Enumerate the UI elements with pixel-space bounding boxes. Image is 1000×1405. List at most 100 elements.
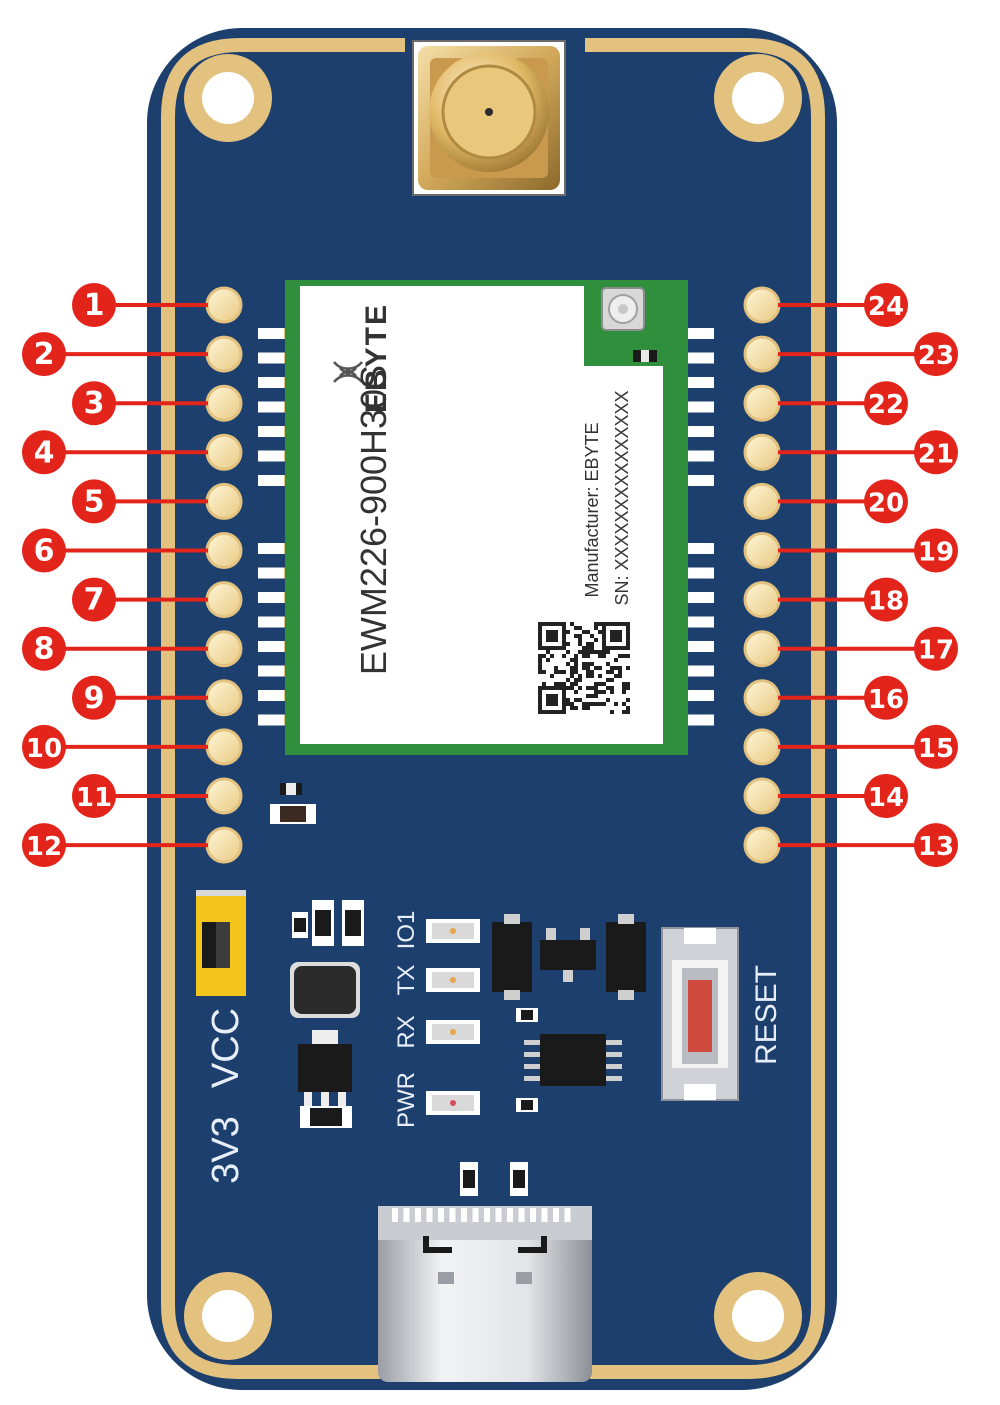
module-pad-left [258,714,290,726]
silk-reset: RESET [750,965,783,1065]
header-pad-left [205,433,243,471]
pin-number-label: 16 [868,685,904,715]
silk-3v3: 3V3 [205,1116,247,1184]
header-pad-left [205,581,243,619]
module-pad-right [682,592,714,603]
pin-number-label: 2 [34,337,55,372]
pin-number-label: 6 [34,534,55,569]
pin-number-label: 13 [918,832,954,862]
module-pad-right [682,690,714,701]
smd-components [270,783,646,1128]
module-pad-right [682,475,714,486]
pin-callout-3: 3 [72,381,208,426]
ebyte-logo-icon [333,361,363,383]
pin-callout-6: 6 [22,528,208,573]
pin-number-label: 17 [918,636,954,666]
header-pad-left [205,826,243,864]
module-pad-right [682,543,714,554]
pin-callout-24: 24 [778,283,908,327]
pin-number-label: 24 [868,292,904,322]
sma-antenna-connector [412,40,566,196]
pin-number-label: 20 [868,488,904,518]
pin-callout-9: 9 [72,675,208,720]
usb-c-pins [392,1208,571,1222]
qr-code [538,622,630,714]
module-model-text: EWM226-900H30S [353,365,394,675]
module-pad-right [682,377,714,388]
module-pad-right [682,714,714,726]
usb-bridge-ic-pins [524,1040,622,1081]
pin-number-label: 4 [34,435,55,470]
pin-number-label: 7 [84,583,105,618]
pin-number-label: 18 [868,587,904,617]
header-pad-right [743,630,781,668]
silk-pwr: PWR [393,1072,420,1128]
header-pad-right [743,728,781,766]
module-pad-right [682,665,714,677]
pin-number-label: 23 [918,341,954,371]
module-pad-left [258,616,290,628]
module-pad-right [682,641,714,652]
module-pad-right [682,450,714,462]
pin-callout-1: 1 [72,283,208,327]
reset-button[interactable] [661,927,739,1101]
pin-callout-19: 19 [778,528,958,573]
module-pad-right [682,616,714,628]
silk-io1: IO1 [393,911,420,950]
module-pad-left [258,475,290,486]
pin-callout-14: 14 [778,774,908,818]
pin-callout-7: 7 [72,577,208,622]
header-pad-left [205,630,243,668]
pin-callout-12: 12 [22,823,208,868]
module-pad-left [258,690,290,701]
header-pad-right [743,777,781,815]
pin-number-label: 3 [84,386,105,421]
pin-number-label: 10 [26,734,62,764]
pin-number-label: 1 [84,288,105,323]
module-manufacturer-text: Manufacturer: EBYTE [582,422,602,597]
header-pad-left [205,384,243,422]
module-pad-left [258,328,290,339]
pin-number-label: 14 [868,783,904,813]
module-pad-left [258,450,290,462]
pin-callout-17: 17 [778,626,958,671]
module-pad-left [258,401,290,413]
pin-callout-11: 11 [72,774,208,818]
pin-callout-16: 16 [778,675,908,720]
pin-number-label: 12 [26,832,62,862]
header-pad-left [205,532,243,569]
silk-tx: TX [393,965,420,996]
vcc-3v3-jumper [196,890,246,996]
header-pad-right [743,286,781,324]
pin-callout-22: 22 [778,381,908,426]
pin-callout-18: 18 [778,577,908,622]
module-pad-right [682,401,714,413]
header-pad-left [205,777,243,815]
pin-callout-15: 15 [778,724,958,769]
module-pad-left [258,352,290,364]
pin-callout-23: 23 [778,332,958,377]
pin-number-label: 21 [918,439,954,469]
header-pad-right [743,482,781,520]
module-pad-left [258,592,290,603]
pcb-edge-trace [161,38,825,1379]
module-pad-left [258,665,290,677]
pin-callout-4: 4 [22,430,208,475]
header-pad-right [743,532,781,569]
module-pad-right [682,426,714,437]
pin-number-label: 22 [868,390,904,420]
pin-callout-10: 10 [22,724,208,769]
module-pad-left [258,426,290,437]
pin-callout-13: 13 [778,823,958,868]
module-brand-text: EBYTE [360,303,393,413]
module-pad-left [258,543,290,554]
module-serial-text: SN: XXXXXXXXXXXXXXX [612,390,632,605]
module-pad-left [258,641,290,652]
header-pad-right [743,679,781,717]
module-pad-right [682,567,714,579]
pin-callout-21: 21 [778,430,958,475]
pin-number-label: 5 [84,484,105,519]
module-pad-left [258,377,290,388]
